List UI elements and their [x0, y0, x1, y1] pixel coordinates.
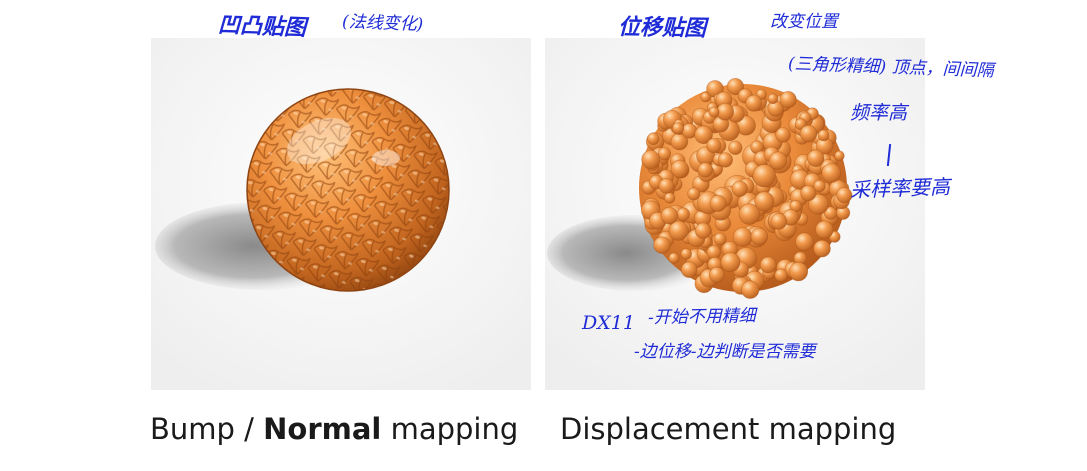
displacement-bump: [641, 150, 661, 170]
displacement-bump: [709, 194, 727, 212]
displacement-bump: [750, 227, 769, 246]
annotation-dx11-step-2: -边位移-边判断是否需要: [634, 342, 816, 362]
displacement-bump: [752, 164, 777, 188]
displacement-bump: [834, 150, 845, 162]
displacement-bump: [815, 220, 834, 239]
annotation-dx11-step-1: -开始不用精细: [647, 306, 756, 328]
displacement-bump: [759, 256, 777, 274]
annotation-change-position: 改变位置: [770, 12, 838, 32]
displacement-bump: [671, 122, 685, 135]
displacement-bump: [726, 77, 744, 96]
displacement-bump: [745, 94, 763, 112]
displacement-bump: [663, 192, 676, 204]
annotation-bump-title: 凹凸贴图: [217, 12, 307, 42]
annotation-high-frequency: 频率高: [850, 102, 908, 124]
annotation-high-sampling-rate: 采样率要高: [849, 174, 951, 202]
displacement-bumps: [640, 77, 853, 299]
displacement-bump: [768, 151, 788, 170]
displacement-bump: [658, 178, 675, 194]
displacement-bump: [687, 187, 701, 201]
displacement-bump: [770, 212, 788, 230]
displacement-bump: [647, 132, 660, 146]
displacement-bump: [767, 93, 779, 105]
displacement-bump: [795, 232, 814, 252]
displacement-bump: [821, 163, 842, 183]
displacement-bump: [713, 232, 727, 246]
displacement-bump: [706, 138, 722, 154]
displacement-mapping-image: [545, 38, 925, 390]
displacement-bump: [660, 206, 679, 225]
displacement-bump: [731, 180, 748, 197]
displacement-bump: [717, 152, 734, 168]
displacement-bump: [680, 248, 693, 260]
displacement-bump: [668, 220, 689, 241]
displacement-bump: [708, 266, 725, 283]
displacement-bump: [800, 185, 817, 202]
displacement-bump: [774, 268, 788, 283]
displacement-bump: [708, 106, 720, 118]
bump-mapping-image: [151, 38, 531, 390]
displacement-bump: [668, 252, 680, 264]
displacement-bump: [694, 222, 712, 239]
displacement-bump: [732, 227, 753, 248]
displacement-bump: [813, 179, 826, 193]
displacement-bump: [738, 203, 761, 225]
displacement-bump: [740, 280, 760, 299]
displacement-bump: [836, 187, 853, 204]
bump-normal-mapping-caption: Bump / Normal mapping: [150, 412, 519, 446]
displacement-bump: [680, 261, 698, 279]
displacement-bump: [657, 147, 672, 161]
annotation-displacement-title: 位移贴图: [617, 14, 707, 42]
displacement-bump: [806, 149, 825, 168]
bump-sphere-illustration: [151, 38, 531, 390]
displacement-bump: [676, 207, 691, 222]
displacement-bump: [799, 124, 818, 143]
displacement-bump: [779, 90, 797, 109]
displacement-bump: [700, 91, 711, 103]
displacement-bump: [670, 159, 689, 178]
displacement-bump: [817, 129, 830, 142]
displacement-bump: [728, 140, 743, 156]
displacement-mapping-caption: Displacement mapping: [560, 412, 897, 446]
displacement-bump: [720, 252, 741, 273]
annotation-bump-sub: (法线变化): [341, 12, 424, 35]
annotation-dx11-label: DX11: [582, 312, 635, 334]
displacement-bump: [775, 127, 791, 143]
displacement-bump: [697, 162, 714, 178]
displacement-bump: [813, 239, 831, 258]
displacement-bump: [694, 125, 713, 145]
displacement-bump: [754, 191, 775, 212]
displacement-bump: [653, 236, 671, 254]
displacement-bump: [788, 261, 809, 282]
displacement-bump: [808, 193, 829, 215]
displacement-sphere-illustration: [545, 38, 925, 390]
